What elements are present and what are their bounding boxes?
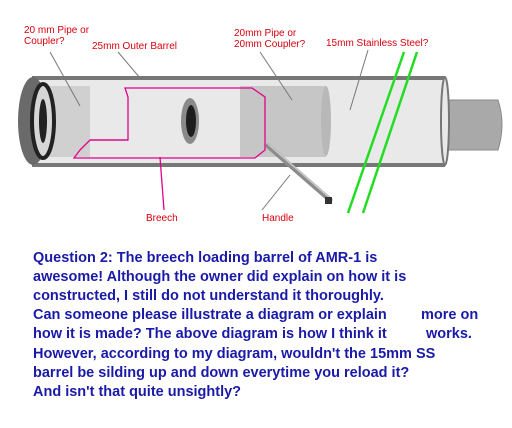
question-line-1: Question 2: The breech loading barrel of… (33, 250, 378, 266)
question-line-8: And isn't that quite unsightly? (33, 384, 242, 400)
label-pipe-right-line2: 20mm Coupler? (234, 39, 306, 50)
barrel-diagram (18, 49, 503, 214)
handle (265, 143, 333, 203)
leader-pipe-left (49, 51, 81, 107)
handle-knob (325, 197, 332, 204)
label-pipe-left-line1: 20 mm Pipe or (24, 25, 90, 36)
green-line-2 (361, 51, 419, 214)
leader-outer-barrel (117, 51, 141, 79)
label-pipe-right-line1: 20mm Pipe or (234, 28, 297, 39)
leader-breech (159, 156, 165, 211)
handle-highlight (267, 143, 331, 199)
right-barrel-end (440, 76, 450, 166)
left-bore (39, 99, 47, 143)
label-pipe-right: 20mm Pipe or 20mm Coupler? (234, 28, 305, 50)
outer-barrel (32, 77, 445, 166)
label-breech: Breech (146, 213, 178, 224)
label-pipe-left: 20 mm Pipe or Coupler? (24, 25, 89, 47)
green-line-1 (346, 51, 406, 214)
question-line-5-suffix: works. (426, 326, 472, 342)
right-coupler (240, 86, 326, 157)
leader-stainless (349, 49, 369, 111)
question-line-5: how it is made? The above diagram is how… (33, 326, 387, 342)
question-line-2: awesome! Although the owner did explain … (33, 269, 407, 285)
right-coupler-end (321, 86, 331, 156)
label-pipe-left-line2: Coupler? (24, 36, 65, 47)
question-line-7: barrel be silding up and down everytime … (33, 365, 410, 381)
question-line-4-suffix: more on (421, 307, 479, 323)
breech-bore (186, 105, 196, 137)
label-stainless: 15mm Stainless Steel? (326, 38, 429, 49)
label-handle: Handle (262, 213, 294, 224)
label-outer-barrel: 25mm Outer Barrel (92, 41, 178, 52)
question-line-4: Can someone please illustrate a diagram … (33, 307, 387, 323)
leader-handle (261, 174, 291, 211)
leader-pipe-right (259, 51, 293, 101)
question-line-6: However, according to my diagram, wouldn… (33, 346, 436, 362)
question-line-3: constructed, I still do not understand i… (33, 288, 384, 304)
